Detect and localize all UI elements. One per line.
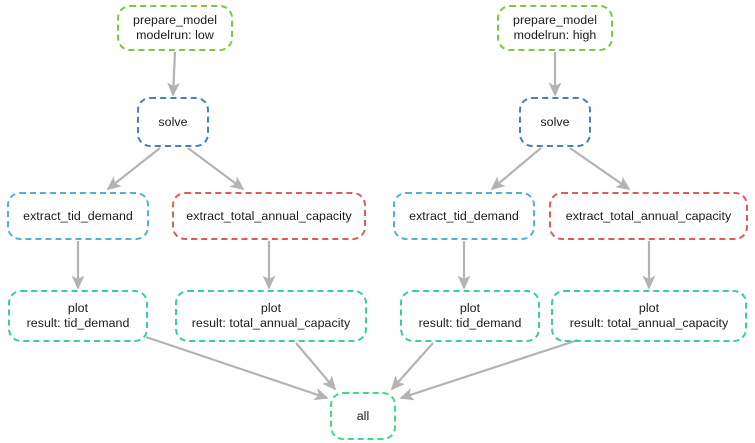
node-label-secondary: result: tid_demand <box>418 316 522 330</box>
edge-plot_tid_demand_high-to-all <box>390 342 434 391</box>
node-extract_tid_demand_high[interactable]: extract_tid_demand <box>393 192 535 240</box>
node-label-secondary: result: tid_demand <box>26 316 130 330</box>
node-label-primary: plot <box>459 301 481 315</box>
node-label-primary: plot <box>260 301 282 315</box>
node-label-primary: plot <box>67 301 89 315</box>
node-label-primary: plot <box>638 301 660 315</box>
node-label-secondary: modelrun: low <box>136 28 214 42</box>
node-label-primary: extract_tid_demand <box>409 208 519 223</box>
node-label-primary: prepare_model <box>513 13 597 27</box>
node-label-primary: extract_total_annual_capacity <box>186 208 352 223</box>
edge-plot_total_annual_capacity_high-to-all <box>399 338 579 401</box>
node-label-primary: solve <box>540 114 570 129</box>
node-label-secondary: result: total_annual_capacity <box>191 316 351 330</box>
edge-solve_high-to-extract_total_annual_capacity_high <box>569 147 631 191</box>
edge-plot_tid_demand_low-to-all <box>145 335 329 401</box>
node-label-primary: prepare_model <box>133 13 217 27</box>
node-solve_high[interactable]: solve <box>519 97 591 147</box>
edge-solve_high-to-extract_tid_demand_high <box>490 147 542 191</box>
node-label-secondary: result: total_annual_capacity <box>569 316 729 330</box>
edge-prepare_model_low-to-solve_low <box>167 51 180 97</box>
node-label-primary: all <box>356 408 370 423</box>
edge-plot_total_annual_capacity_low-to-all <box>295 342 337 391</box>
node-all[interactable]: all <box>330 392 396 440</box>
node-extract_total_annual_capacity_high[interactable]: extract_total_annual_capacity <box>549 192 748 240</box>
node-extract_tid_demand_low[interactable]: extract_tid_demand <box>7 192 149 240</box>
edge-solve_low-to-extract_tid_demand_low <box>106 147 161 191</box>
node-label-primary: extract_total_annual_capacity <box>565 208 732 223</box>
node-label-primary: extract_tid_demand <box>23 208 133 223</box>
edge-solve_low-to-extract_total_annual_capacity_low <box>187 147 245 191</box>
node-label-primary: solve <box>158 114 188 129</box>
node-label-secondary: modelrun: high <box>513 28 597 42</box>
node-solve_low[interactable]: solve <box>137 97 209 147</box>
node-extract_total_annual_capacity_low[interactable]: extract_total_annual_capacity <box>172 192 366 240</box>
